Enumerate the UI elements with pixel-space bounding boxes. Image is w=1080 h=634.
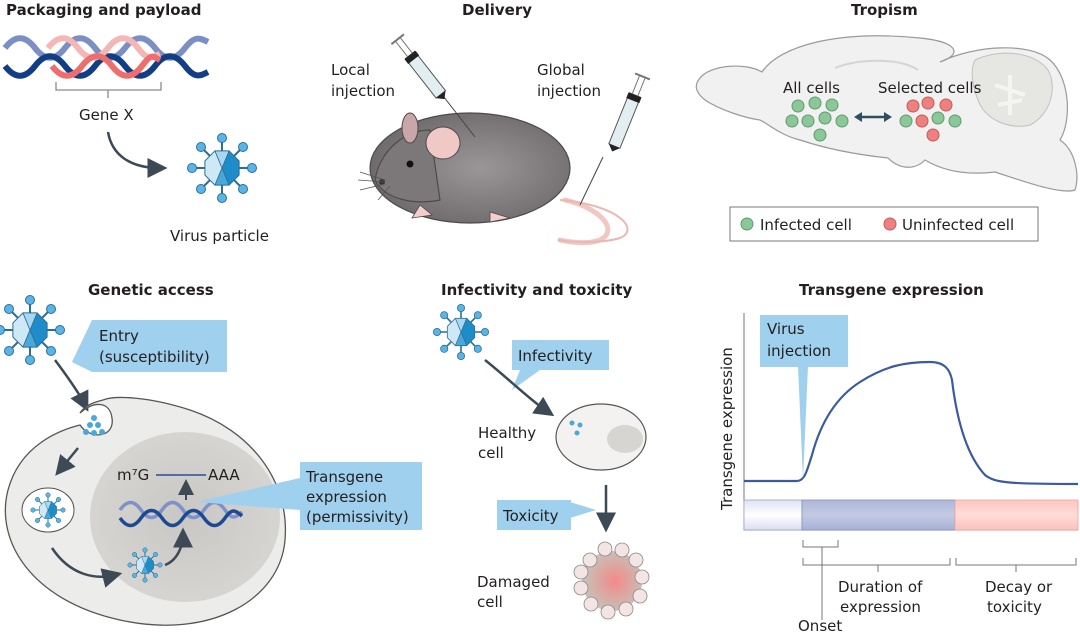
entry-callout [92, 320, 227, 372]
delivery-title: Delivery [462, 1, 532, 19]
local-injection-label-1: Local [331, 61, 370, 79]
selected-cells-group [899, 96, 962, 142]
virus-particle-icon [186, 132, 258, 204]
infected-cell-legend-label: Infected cell [760, 216, 852, 234]
virus-injection-label-1: Virus [767, 320, 805, 338]
uninfected-cell-legend-label: Uninfected cell [902, 216, 1014, 234]
virus-injection-callout [760, 315, 848, 367]
endosome-virus-icon [30, 492, 66, 528]
tropism-legend: Infected cell Uninfected cell [729, 206, 1039, 242]
damaged-cell [573, 541, 650, 620]
panel-genetic-access: Genetic access Entry (susceptibility) m⁷… [0, 281, 422, 626]
local-injection-label-2: injection [331, 82, 395, 100]
transgene-callout-tail [196, 478, 300, 510]
toxicity-label: Toxicity [502, 507, 559, 525]
comparison-arrowheads [854, 112, 892, 122]
infected-cell-swatch [740, 217, 754, 231]
virus-injection-label-2: injection [767, 342, 831, 360]
onset-bracket [802, 540, 839, 620]
gene-x-label: Gene X [79, 106, 134, 124]
dna-helix [2, 35, 210, 79]
toxicity-callout [497, 500, 571, 530]
entry-label-2: (susceptibility) [99, 348, 210, 366]
phase-expression-bar [801, 499, 956, 531]
infectivity-title: Infectivity and toxicity [441, 281, 633, 299]
panel-tropism: Tropism All cells Selected cells Infecte… [695, 1, 1078, 242]
brain-illustration [695, 35, 1078, 192]
entry-arrow [53, 359, 89, 412]
entry-label-1: Entry [99, 327, 139, 345]
infectivity-callout [512, 340, 609, 370]
transgene-label-1: Transgene [305, 468, 383, 486]
virus-particle-label: Virus particle [170, 227, 269, 245]
nuclear-virus-icon [127, 547, 163, 583]
expression-title: Transgene expression [799, 281, 984, 299]
all-cells-group [785, 96, 849, 142]
healthy-cell-label-1: Healthy [478, 424, 536, 442]
genetic-access-title: Genetic access [88, 281, 214, 299]
panel-delivery: Delivery Local injection Global injectio… [331, 1, 651, 246]
duration-label-2: expression [840, 598, 921, 616]
mrna-cap-label: m⁷G [117, 466, 149, 484]
nuclear-dna-helix [118, 500, 244, 528]
mrna-tail-label: AAA [208, 466, 240, 484]
healthy-cell-nucleus [607, 425, 643, 453]
panel-transgene-expression: Transgene expression Transgene expressio… [718, 281, 1079, 634]
packaging-title: Packaging and payload [6, 1, 201, 19]
entry-callout-tail [72, 320, 92, 372]
damaged-cell-label-2: cell [477, 593, 503, 611]
infectivity-virus-icon [432, 303, 490, 361]
duration-label-1: Duration of [838, 578, 923, 596]
transgene-label-2: expression [306, 488, 387, 506]
global-injection-label-1: Global [537, 61, 585, 79]
gene-bracket [55, 82, 162, 98]
packaging-arrow [106, 131, 168, 178]
local-syringe-icon [390, 33, 476, 138]
duration-bracket [802, 558, 951, 572]
phase-decay-bar [954, 499, 1079, 531]
healthy-cell-label-2: cell [478, 444, 504, 462]
onset-label: Onset [798, 617, 842, 634]
decay-label-2: toxicity [987, 598, 1042, 616]
global-syringe-icon [579, 72, 651, 206]
panel-packaging: Packaging and payload Gene X Virus parti… [2, 1, 269, 245]
toxicity-callout-tail [570, 502, 596, 518]
global-injection-label-2: injection [537, 82, 601, 100]
transgene-label-3: (permissivity) [306, 508, 409, 526]
expression-y-axis-label: Transgene expression [718, 347, 736, 511]
panel-infectivity: Infectivity and toxicity Infectivity Hea… [432, 281, 650, 620]
infectivity-callout-tail [512, 370, 540, 390]
healthy-cell [555, 403, 647, 471]
phase-baseline-bar [743, 499, 803, 531]
all-cells-label: All cells [783, 79, 840, 97]
infectivity-arrow [484, 359, 555, 417]
entry-virus-icon [0, 294, 66, 366]
endocytosis-arrow [55, 447, 79, 476]
nuclear-entry-arrow [164, 527, 193, 567]
transgene-callout [300, 462, 422, 530]
damaged-cell-label-1: Damaged [477, 573, 550, 591]
expression-curve [744, 360, 1079, 486]
infectivity-label: Infectivity [518, 347, 593, 365]
uninfected-cell-swatch [883, 217, 897, 231]
virus-injection-callout-tail [798, 366, 808, 480]
trafficking-arrow [50, 547, 123, 588]
mouse-illustration [357, 112, 629, 246]
decay-bracket [955, 558, 1077, 572]
decay-label-1: Decay or [985, 578, 1053, 596]
selected-cells-label: Selected cells [878, 79, 982, 97]
tropism-title: Tropism [851, 1, 918, 19]
